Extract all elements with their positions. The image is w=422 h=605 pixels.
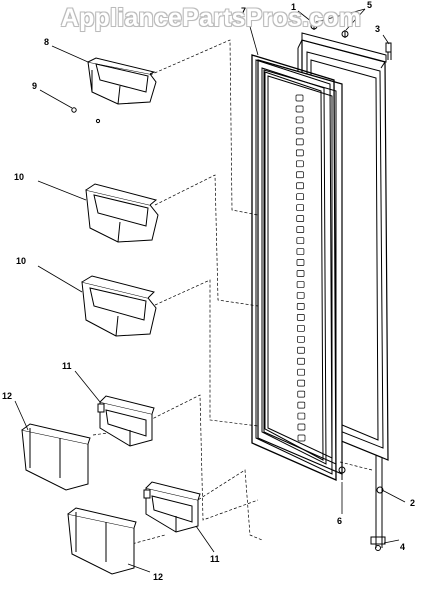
callout-8: 8: [44, 37, 49, 47]
screw-3: [385, 42, 392, 60]
shelf-stud: [297, 335, 305, 343]
door-bin-10-lower: [81, 275, 157, 337]
callout-3: 3: [375, 24, 380, 34]
callout-12-lower: 12: [153, 572, 163, 582]
shelf-stud: [297, 324, 305, 332]
callout-11-lower: 11: [210, 554, 220, 564]
shelf-stud: [297, 346, 305, 354]
callout-leaders: [14, 8, 406, 573]
door-bin-8: [87, 57, 157, 105]
shelf-stud: [297, 357, 305, 365]
shelf-stud: [296, 270, 305, 277]
shelf-stud: [296, 160, 304, 168]
screw-9: [71, 107, 101, 124]
shelf-stud: [296, 281, 305, 288]
shelf-stud: [296, 237, 305, 244]
shelf-stud: [296, 292, 305, 299]
bottom-hinge-2-4: [370, 455, 386, 551]
shelf-stud: [295, 105, 304, 113]
callout-4: 4: [400, 542, 405, 552]
callout-1: 1: [291, 2, 296, 12]
top-hinge-parts: [310, 22, 349, 38]
door-bin-11-upper: [97, 395, 155, 447]
shelf-stud: [296, 204, 304, 212]
shelf-stud: [295, 116, 304, 124]
shelf-stud: [296, 259, 305, 266]
callout-9: 9: [32, 81, 37, 91]
shelf-rail-studs: [295, 94, 306, 442]
callout-10-lower: 10: [16, 256, 26, 266]
callout-5: 5: [367, 0, 372, 10]
shelf-stud: [295, 138, 304, 146]
door-bin-12-upper: [21, 423, 91, 491]
door-gasket: [251, 54, 337, 481]
shelf-stud: [296, 226, 305, 233]
callout-10-upper: 10: [14, 172, 24, 182]
callout-2: 2: [410, 498, 415, 508]
shelf-stud: [295, 149, 304, 157]
door-bin-10-upper: [85, 183, 159, 243]
watermark-logo: AppliancePartsPros.com: [60, 4, 362, 32]
shelf-stud: [297, 412, 306, 420]
shelf-stud: [297, 390, 306, 398]
callout-11-upper: 11: [62, 361, 72, 371]
door-bin-12-lower: [67, 507, 137, 575]
shelf-stud: [297, 401, 306, 409]
shelf-stud: [297, 368, 305, 376]
shelf-stud: [297, 379, 306, 387]
callout-12-upper: 12: [2, 391, 12, 401]
shelf-stud: [295, 127, 304, 135]
shelf-stud: [296, 303, 305, 310]
hinge-pin-6: [338, 466, 346, 480]
shelf-stud: [296, 248, 305, 255]
shelf-stud: [296, 182, 304, 190]
door-bin-11-lower: [143, 481, 201, 533]
shelf-stud: [296, 314, 305, 321]
shelf-stud: [296, 171, 304, 179]
shelf-stud: [297, 423, 306, 431]
callout-labels: 1 2 3 4 5 6 7 8 9 10 10 11 11 12 12: [2, 0, 415, 582]
shelf-stud: [296, 215, 305, 222]
callout-6: 6: [337, 516, 342, 526]
shelf-stud: [296, 193, 304, 201]
shelf-stud: [297, 434, 306, 442]
callout-7: 7: [241, 6, 246, 16]
shelf-stud: [295, 94, 304, 102]
